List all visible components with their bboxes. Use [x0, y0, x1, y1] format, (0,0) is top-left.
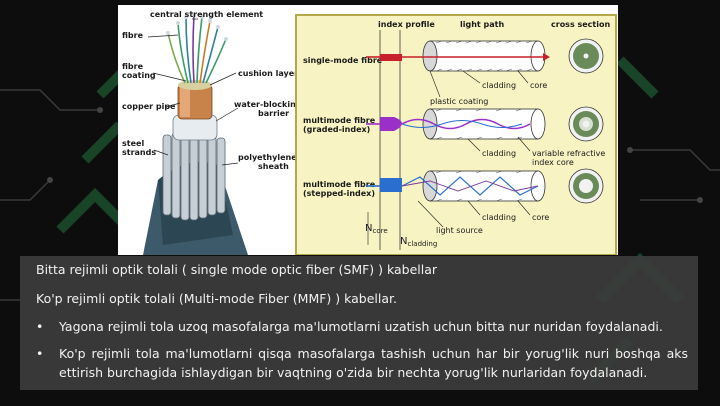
label-core-3: core	[532, 213, 549, 222]
label-n-core: Ncore	[365, 223, 388, 235]
row-label-graded-1: multimode fibre	[303, 116, 376, 125]
bullet-icon: •	[36, 346, 44, 361]
label-steel-strands-1: steel	[122, 139, 144, 148]
cross-section-smf	[568, 38, 604, 74]
row-label-stepped-2: (stepped-index)	[303, 189, 375, 198]
label-cladding-2: cladding	[482, 149, 516, 158]
profile-smf	[380, 54, 402, 61]
label-cladding-3: cladding	[482, 213, 516, 222]
header-cross-section: cross section	[551, 20, 610, 29]
label-central-strength-element: central strength element	[150, 10, 263, 19]
label-water-blocking-1: water-blocking	[234, 100, 302, 109]
caption-bullet-2: •Ko'p rejimli tola ma'lumotlarni qisqa m…	[36, 346, 688, 380]
fiber-optic-diagram: central strength element fibre fibre coa…	[118, 5, 618, 255]
label-fibre-coating-1: fibre	[122, 62, 144, 71]
label-variable-index-1: variable refractive	[532, 149, 605, 158]
row-label-stepped-1: multimode fibre	[303, 180, 376, 189]
label-fibre: fibre	[122, 31, 144, 40]
caption-bullet-1: •Yagona rejimli tola uzoq masofalarga ma…	[36, 319, 663, 334]
caption-box: Bitta rejimli optik tolali ( single mode…	[20, 256, 698, 390]
profile-graded	[380, 117, 402, 131]
bullet-icon: •	[36, 319, 44, 334]
label-steel-strands-2: strands	[122, 148, 156, 157]
label-light-source: light source	[436, 226, 483, 235]
row-label-smf: single-mode fibre	[303, 56, 383, 65]
header-index-profile: index profile	[378, 20, 435, 29]
label-water-blocking-2: barrier	[258, 109, 289, 118]
label-core-1: core	[530, 81, 547, 90]
label-polyethylene-2: sheath	[258, 162, 289, 171]
header-light-path: light path	[460, 20, 504, 29]
label-polyethylene-1: polyethylene	[238, 153, 297, 162]
caption-line-mmf: Ko'p rejimli optik tolali (Multi-mode Fi…	[36, 291, 397, 306]
profile-stepped	[380, 178, 402, 192]
label-variable-index-2: index core	[532, 158, 574, 167]
caption-bullet-list: •Yagona rejimli tola uzoq masofalarga ma…	[36, 317, 688, 382]
row-label-graded-2: (graded-index)	[303, 125, 370, 134]
label-cushion-layer: cushion layer	[238, 69, 298, 78]
label-n-cladding: Ncladding	[400, 236, 437, 248]
cable-illustration	[143, 13, 248, 255]
cross-section-graded	[568, 106, 604, 142]
label-copper-pipe: copper pipe	[122, 102, 176, 111]
label-plastic-coating: plastic coating	[430, 97, 488, 106]
label-fibre-coating-2: coating	[122, 71, 156, 80]
caption-line-smf: Bitta rejimli optik tolali ( single mode…	[36, 262, 438, 277]
cross-section-stepped	[568, 168, 604, 204]
label-cladding-1: cladding	[482, 81, 516, 90]
